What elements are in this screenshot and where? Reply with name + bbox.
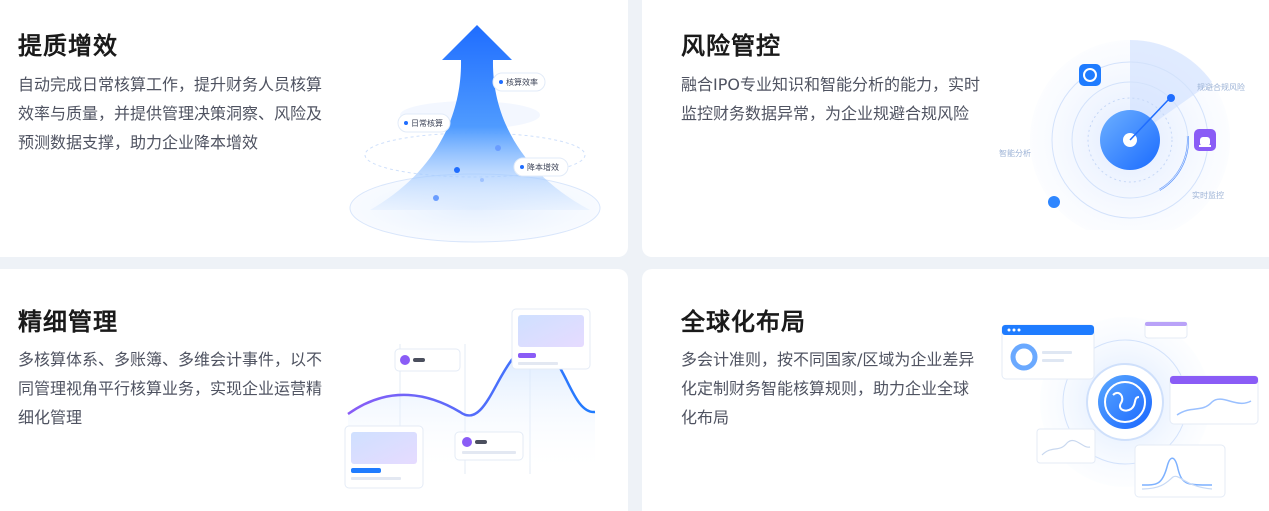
wave-icon <box>347 344 596 417</box>
wave-chart-illustration <box>344 308 596 489</box>
tag-label: 降本增效 <box>527 162 559 172</box>
feature-card-fine-management: 精细管理 多核算体系、多账簿、多维会计事件，以不同管理视角平行核算业务，实现企业… <box>0 269 628 511</box>
card-description: 自动完成日常核算工作，提升财务人员核算效率与质量，并提供管理决策洞察、风险及预测… <box>18 75 323 152</box>
card-title: 全球化布局 <box>681 308 806 336</box>
growth-arrow-illustration: 核算效率 日常核算 降本增效 <box>349 25 601 243</box>
tag-pill: 日常核算 <box>397 113 451 133</box>
feature-card-risk: 风险管控 融合IPO专业知识和智能分析的能力，实时监控财务数据异常，为企业规避合… <box>642 0 1269 257</box>
feature-card-global: 全球化布局 多会计准则，按不同国家/区域为企业差异化定制财务智能核算规则，助力企… <box>642 269 1269 511</box>
global-illustration <box>1001 317 1259 498</box>
tag-label: 核算效率 <box>506 77 538 87</box>
radar-label: 规避合规风险 <box>1197 82 1245 92</box>
globe-icon <box>1098 375 1152 429</box>
tag-pill: 核算效率 <box>492 72 546 92</box>
card-description: 融合IPO专业知识和智能分析的能力，实时监控财务数据异常，为企业规避合规风险 <box>681 75 980 123</box>
radar-label: 实时监控 <box>1192 190 1224 200</box>
pie-icon <box>1001 324 1095 380</box>
tag-pill: 降本增效 <box>513 157 569 177</box>
card-title: 风险管控 <box>681 32 781 60</box>
feature-card-efficiency: 提质增效 自动完成日常核算工作，提升财务人员核算效率与质量，并提供管理决策洞察、… <box>0 0 628 257</box>
card-description: 多核算体系、多账簿、多维会计事件，以不同管理视角平行核算业务，实现企业运营精细化… <box>18 350 323 427</box>
card-title: 提质增效 <box>18 32 118 60</box>
alarm-icon <box>1194 129 1216 151</box>
radar-illustration: 规避合规风险 智能分析 实时监控 <box>999 39 1245 230</box>
card-description: 多会计准则，按不同国家/区域为企业差异化定制财务智能核算规则，助力企业全球化布局 <box>681 350 975 427</box>
arrow-up-icon <box>370 25 590 210</box>
tag-label: 日常核算 <box>411 118 443 128</box>
card-title: 精细管理 <box>18 308 118 336</box>
radar-label: 智能分析 <box>999 148 1031 158</box>
